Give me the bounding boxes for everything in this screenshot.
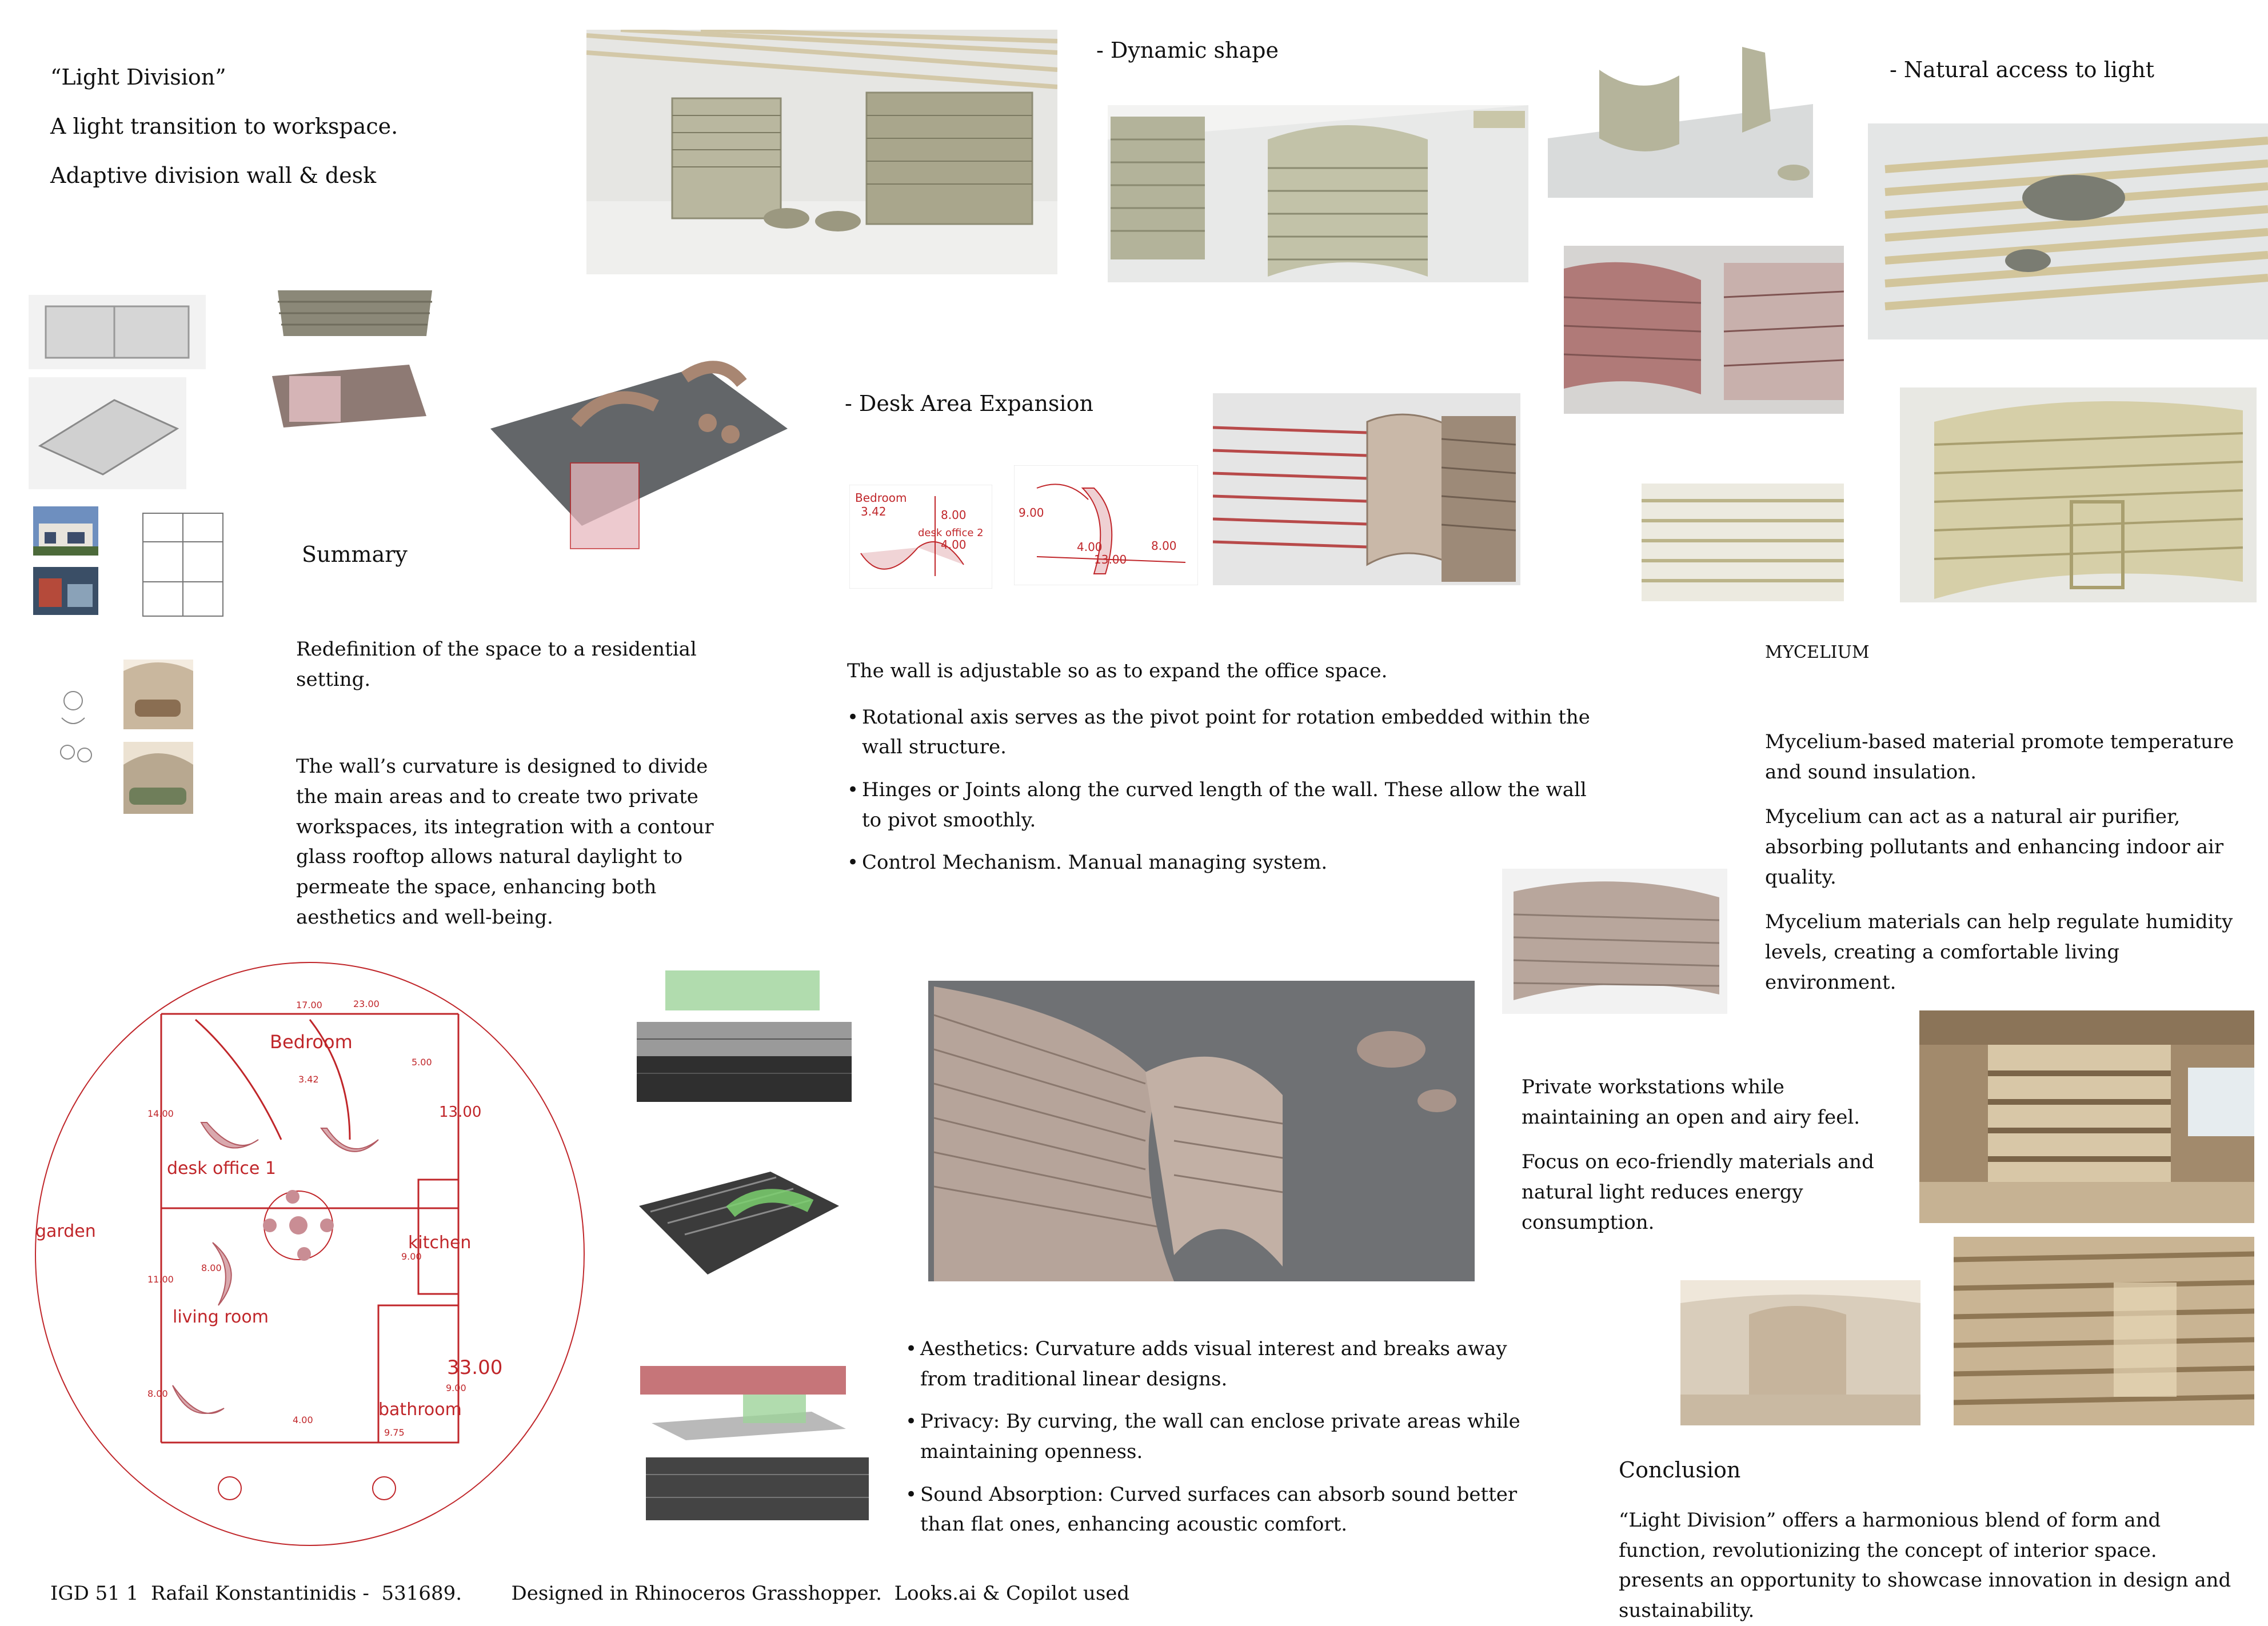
plan-dim-1100: 11.00 [147,1274,174,1285]
curvature-bullet: Sound Absorption: Curved surfaces can ab… [905,1480,1557,1540]
photo-house-interior [33,567,98,615]
heading-dynamic-shape: - Dynamic shape [1096,38,1279,63]
workstations-block: Private workstations while maintaining a… [1522,1072,1893,1237]
render-roof-slats [1868,123,2268,339]
plan-dim-800b: 8.00 [147,1388,168,1399]
summary-paragraph-2: The wall’s curvature is designed to divi… [296,755,714,929]
detail-plan-rotation: 9.00 4.00 8.00 13.00 [1014,465,1198,585]
detail1-label-342: 3.42 [861,505,887,518]
plan-dim-342: 3.42 [298,1074,319,1085]
render-interior-beige-room [1680,1280,1920,1425]
desk-expansion-bullet: Rotational axis serves as the pivot poin… [847,702,1590,762]
curvature-bullet: Aesthetics: Curvature adds visual intere… [905,1334,1557,1394]
render-curved-panels [1548,35,1813,198]
render-dynamic-shape [1108,105,1528,282]
detail1-label-800: 8.00 [941,508,967,522]
mycelium-paragraph-2: Mycelium can act as a natural air purifi… [1765,805,2224,889]
detail2-label-900: 9.00 [1019,506,1044,520]
footer-credits: IGD 51 1 Rafail Konstantinidis - 531689.… [50,1582,1130,1605]
project-title: “Light Division” [50,65,226,90]
curvature-benefits: Aesthetics: Curvature adds visual intere… [905,1334,1557,1552]
conclusion-text: “Light Division” offers a harmonious ble… [1619,1509,2231,1623]
plan-label-bathroom: bathroom [378,1400,462,1420]
plan-dim-400: 4.00 [293,1415,313,1425]
desk-expansion-bullets: Rotational axis serves as the pivot poin… [847,702,1590,878]
detail1-label-400: 4.00 [941,538,967,552]
heading-natural-light: - Natural access to light [1890,57,2155,82]
project-subtitle: A light transition to workspace. [50,114,398,139]
render-interior-wood-slats-2 [1954,1237,2254,1425]
summary-paragraph-1: Redefinition of the space to a residenti… [296,638,697,691]
heading-desk-expansion: - Desk Area Expansion [845,391,1093,416]
plan-label-desk-office: desk office 1 [167,1158,276,1178]
render-roof-green-model [628,1160,845,1305]
desk-expansion-text: The wall is adjustable so as to expand t… [847,656,1590,890]
mycelium-paragraph-3: Mycelium materials can help regulate hum… [1765,910,2233,994]
mycelium-paragraph-1: Mycelium-based material promote temperat… [1765,730,2234,784]
render-beige-slats [1642,484,1844,601]
desk-expansion-intro: The wall is adjustable so as to expand t… [847,660,1388,682]
heading-summary: Summary [302,542,408,567]
heading-conclusion: Conclusion [1619,1457,1741,1483]
render-pavilion-small [1502,869,1727,1014]
project-tagline: Adaptive division wall & desk [50,163,377,188]
detail2-label-1300: 13.00 [1094,553,1127,566]
workstations-paragraph-1: Private workstations while maintaining a… [1522,1076,1860,1129]
plan-dim-900: 9.00 [401,1251,422,1262]
thumb-floor-plan-sketch [131,508,234,622]
render-interior-red-walls [1564,246,1844,414]
detail1-label-bedroom: Bedroom [855,491,907,505]
plan-dim-1700: 17.00 [296,1000,322,1010]
plan-label-bedroom: Bedroom [270,1031,353,1053]
heading-mycelium: MYCELIUM [1765,642,1870,662]
render-floor-model [468,331,796,554]
plan-label-living-room: living room [173,1307,269,1327]
desk-expansion-bullet: Hinges or Joints along the curved length… [847,775,1590,835]
curvature-bullet: Privacy: By curving, the wall can enclos… [905,1407,1557,1467]
plan-dim-975: 9.75 [384,1427,405,1438]
plan-dim-1400: 14.00 [147,1108,174,1119]
detail2-label-400: 4.00 [1077,540,1103,554]
desk-expansion-bullet: Control Mechanism. Manual managing syste… [847,848,1590,878]
plan-label-kitchen: kitchen [408,1233,471,1253]
render-red-slat-wall [1213,393,1520,585]
plan-dim-3300: 33.00 [447,1356,502,1379]
thumb-building-model-2 [29,377,186,489]
plan-dim-800a: 8.00 [201,1263,222,1273]
detail1-label-desk-office-2: desk office 2 [918,527,984,539]
photo-house-exterior [33,506,98,556]
intro-block: “Light Division” A light transition to w… [50,53,398,200]
detail-plan-bedroom: Bedroom 3.42 8.00 4.00 desk office 2 [849,485,992,589]
photo-interior-lounge-1 [123,660,193,729]
summary-block: Redefinition of the space to a residenti… [296,634,742,933]
curvature-bullets: Aesthetics: Curvature adds visual intere… [905,1334,1557,1540]
plan-dim-500: 5.00 [412,1057,432,1068]
thumb-building-model-1 [29,295,206,369]
photo-interior-lounge-2 [123,742,193,814]
workstations-paragraph-2: Focus on eco-friendly materials and natu… [1522,1150,1874,1234]
render-facade-elevation [631,965,857,1112]
render-interior-wood-slats-1 [1919,1010,2254,1223]
plan-dim-2300: 23.00 [353,998,380,1009]
render-exploded-box [238,279,469,453]
plan-label-garden: garden [35,1221,96,1241]
mycelium-block: Mycelium-based material promote temperat… [1765,727,2257,998]
render-exploded-layers [629,1360,876,1526]
render-curved-wall-large [928,981,1475,1281]
render-pavilions [586,30,1057,274]
detail2-label-800: 8.00 [1151,539,1177,553]
plan-dim-900b: 9.00 [446,1383,466,1393]
render-curved-wall-stairs [1900,387,2257,602]
floor-plan: Bedroom desk office 1 garden kitchen liv… [30,951,590,1552]
thumb-sketch-figures [50,684,103,775]
plan-dim-1300: 13.00 [439,1104,481,1121]
